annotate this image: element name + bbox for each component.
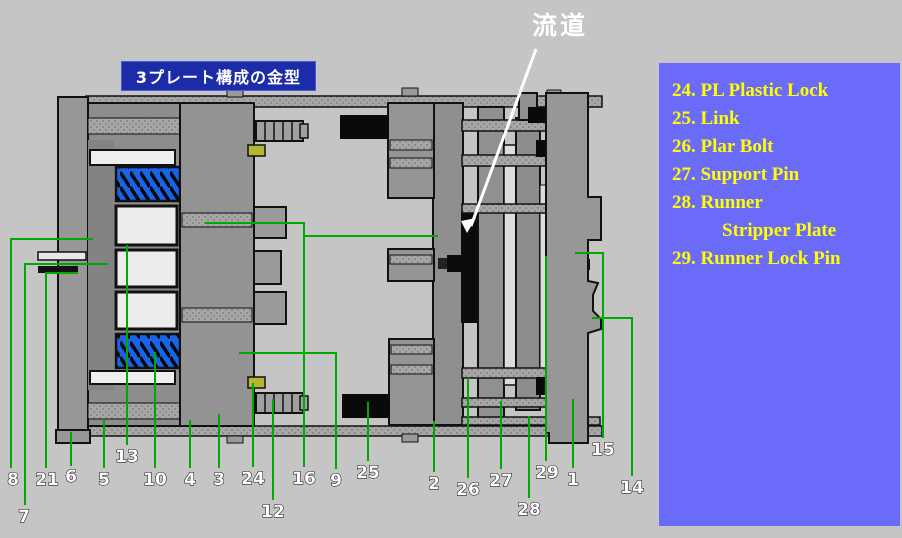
legend-item: 26. Plar Bolt bbox=[672, 136, 774, 157]
part-number-label: 12 bbox=[261, 502, 285, 522]
leader-line bbox=[24, 263, 108, 505]
legend-item: 27. Support Pin bbox=[672, 164, 800, 185]
title-banner: 3プレート構成の金型 bbox=[121, 61, 316, 91]
legend-item: 28. Runner bbox=[672, 192, 763, 213]
fixed-clamp-plate bbox=[545, 92, 602, 444]
leader-line bbox=[575, 252, 604, 438]
core-plate bbox=[179, 102, 255, 427]
part-number-label: 27 bbox=[489, 471, 513, 491]
part-number-label: 15 bbox=[591, 440, 615, 460]
leader-line bbox=[45, 272, 78, 468]
part-number-label: 3 bbox=[213, 470, 225, 490]
return-spring-top bbox=[114, 165, 182, 203]
pl-plastic-lock-top bbox=[247, 144, 266, 157]
part-number-label: 1 bbox=[567, 470, 579, 490]
part-number-label: 26 bbox=[456, 480, 480, 500]
legend-item: 25. Link bbox=[672, 108, 740, 129]
part-number-label: 21 bbox=[35, 470, 59, 490]
part-number-label: 13 bbox=[115, 447, 139, 467]
link-part-top bbox=[255, 120, 309, 142]
part-number-label: 16 bbox=[292, 469, 316, 489]
part-number-label: 5 bbox=[98, 470, 110, 490]
leader-line bbox=[239, 352, 337, 469]
leader-line bbox=[592, 317, 633, 476]
part-number-label: 4 bbox=[184, 470, 196, 490]
runner-annotation-label: 流道 bbox=[532, 11, 589, 40]
return-spring-bottom bbox=[114, 332, 182, 370]
link-part-bottom bbox=[255, 392, 309, 414]
legend-item: 29. Runner Lock Pin bbox=[672, 248, 841, 269]
part-number-label: 9 bbox=[330, 471, 342, 491]
part-number-label: 14 bbox=[620, 478, 644, 498]
part-number-label: 29 bbox=[535, 463, 559, 483]
part-number-label: 7 bbox=[18, 507, 30, 527]
mold-body bbox=[37, 87, 603, 444]
parts-legend: 24. PL Plastic Lock 25. Link 26. Plar Bo… bbox=[659, 63, 900, 526]
bottom-rail bbox=[85, 425, 603, 437]
part-number-label: 10 bbox=[143, 470, 167, 490]
legend-item: 24. PL Plastic Lock bbox=[672, 80, 829, 101]
part-number-label: 8 bbox=[7, 470, 19, 490]
legend-item: Stripper Plate bbox=[722, 220, 837, 241]
part-number-label: 6 bbox=[65, 467, 77, 487]
part-number-label: 25 bbox=[356, 463, 380, 483]
part-number-label: 2 bbox=[428, 474, 440, 494]
runner-arrow bbox=[461, 48, 538, 233]
pl-plastic-lock-bottom bbox=[247, 376, 266, 389]
part-number-label: 28 bbox=[517, 500, 541, 520]
leader-line bbox=[205, 222, 305, 467]
leader-line bbox=[10, 238, 93, 468]
part-number-label: 24 bbox=[241, 469, 265, 489]
